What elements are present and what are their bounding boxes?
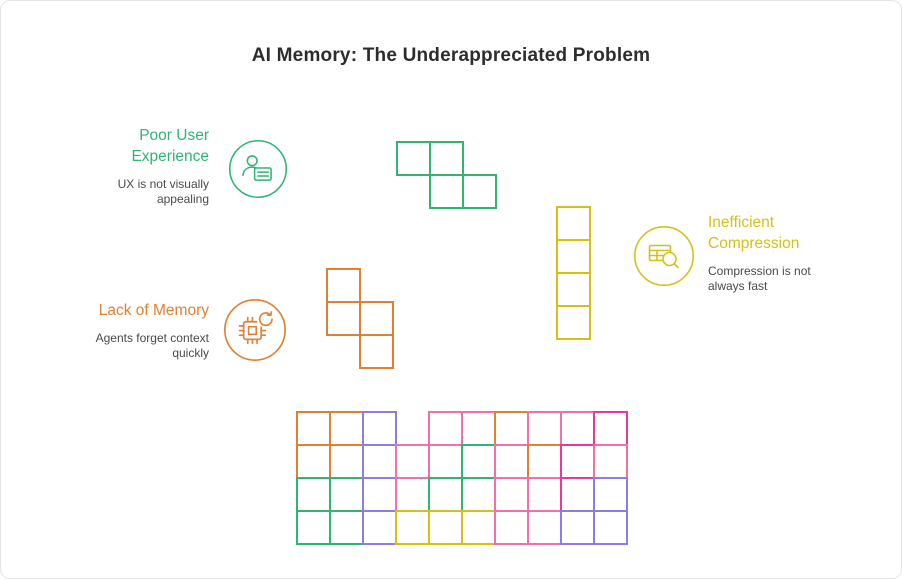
board-cell [395, 510, 430, 545]
green-z-piece-cell [429, 141, 464, 176]
orange-s-piece-cell [326, 301, 361, 336]
board-cell [494, 510, 529, 545]
feature-description: UX is not visually appealing [117, 177, 209, 206]
yellow-i-piece-cell [556, 239, 591, 274]
yellow-i-piece-cell [556, 272, 591, 307]
board-cell [329, 477, 364, 512]
board-cell [461, 510, 496, 545]
board-cell [527, 477, 562, 512]
board-cell [593, 444, 628, 479]
board-cell [428, 510, 463, 545]
board-cell [395, 444, 430, 479]
board-cell [494, 411, 529, 446]
board-cell [395, 477, 430, 512]
board-cell [461, 411, 496, 446]
board-cell [461, 444, 496, 479]
orange-s-piece-cell [359, 301, 394, 336]
board-cell [362, 444, 397, 479]
board-cell [494, 444, 529, 479]
board-cell [527, 411, 562, 446]
board-cell [461, 477, 496, 512]
board-cell [428, 411, 463, 446]
board-cell [362, 477, 397, 512]
board-cell [428, 444, 463, 479]
board-cell [296, 510, 331, 545]
feature-title: Inefficient Compression [708, 214, 800, 252]
user-card-icon [228, 139, 288, 199]
orange-s-piece-cell [326, 268, 361, 303]
green-z-piece-cell [462, 174, 497, 209]
board-cell [560, 477, 595, 512]
board-cell [362, 411, 397, 446]
board-cell [329, 411, 364, 446]
chip-refresh-icon [223, 298, 287, 362]
board-cell [329, 444, 364, 479]
board-cell [560, 411, 595, 446]
green-z-piece-cell [429, 174, 464, 209]
board-cell [527, 444, 562, 479]
feature-poor-user-experience: Poor User Experience UX is not visually … [86, 125, 209, 207]
board-cell [494, 477, 529, 512]
yellow-i-piece-cell [556, 206, 591, 241]
green-z-piece-cell [396, 141, 431, 176]
board-cell [329, 510, 364, 545]
board-cell [296, 477, 331, 512]
board-cell [428, 477, 463, 512]
board-cell [296, 444, 331, 479]
database-search-icon [633, 225, 695, 287]
board-cell [560, 444, 595, 479]
board-cell [296, 411, 331, 446]
feature-description: Compression is not always fast [708, 264, 811, 293]
feature-inefficient-compression: Inefficient Compression Compression is n… [708, 212, 826, 294]
feature-title: Poor User Experience [131, 127, 209, 165]
yellow-i-piece-cell [556, 305, 591, 340]
board-cell [362, 510, 397, 545]
feature-lack-of-memory: Lack of Memory Agents forget context qui… [61, 300, 209, 361]
orange-s-piece-cell [359, 334, 394, 369]
page-title: AI Memory: The Underappreciated Problem [251, 45, 651, 66]
feature-title: Lack of Memory [98, 302, 209, 319]
feature-description: Agents forget context quickly [95, 331, 209, 360]
board-cell [560, 510, 595, 545]
board-cell [593, 510, 628, 545]
board-cell [593, 477, 628, 512]
board-cell [527, 510, 562, 545]
board-cell [593, 411, 628, 446]
